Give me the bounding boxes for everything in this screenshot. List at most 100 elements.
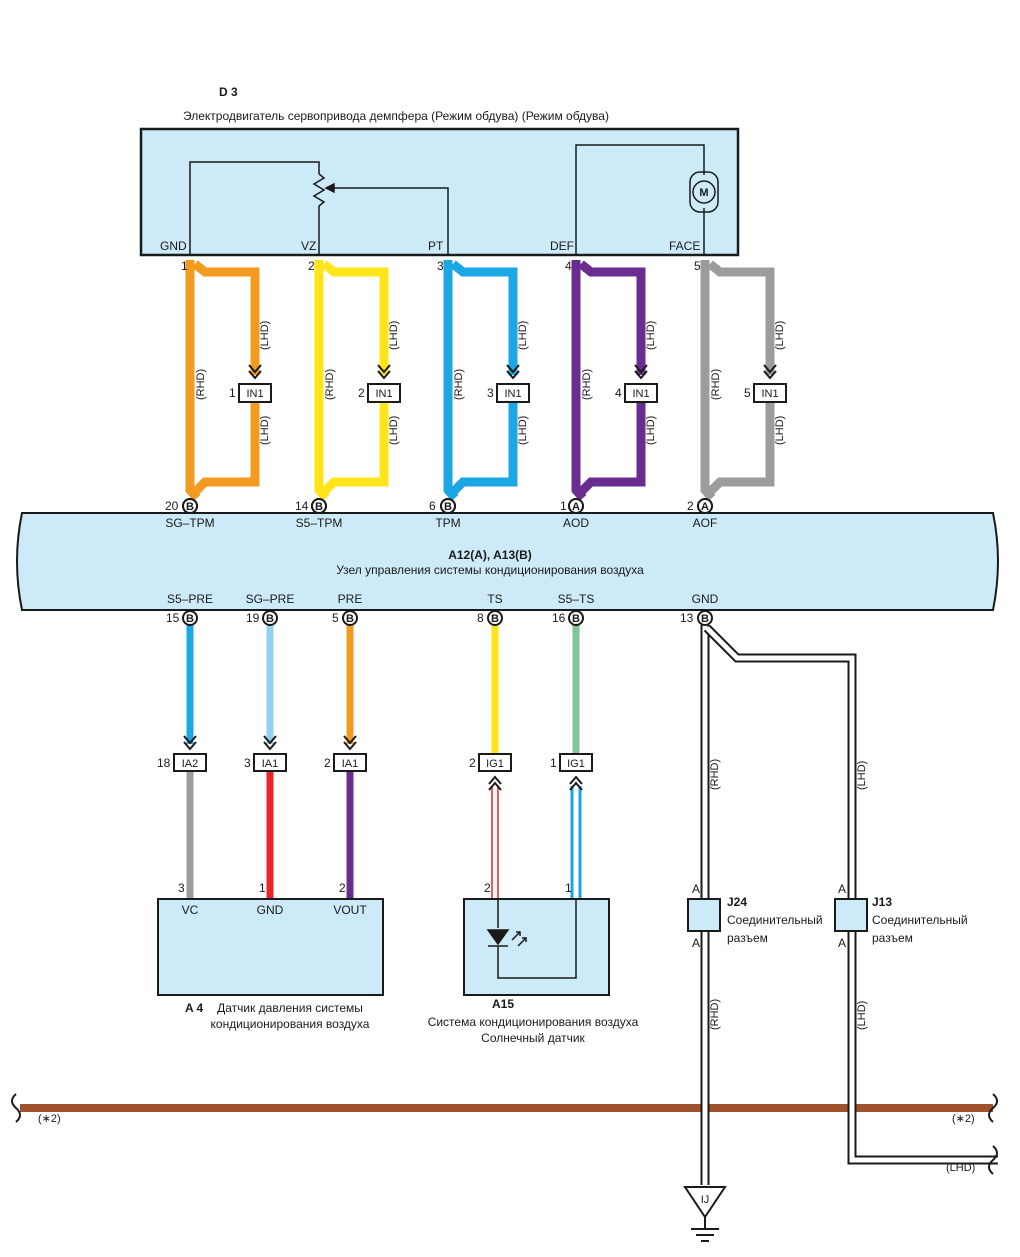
ecu-pin: 6 xyxy=(429,499,436,513)
ground-icon: IJ xyxy=(683,1186,727,1242)
ecu-conn-letter: B xyxy=(346,613,354,625)
a4-title-line1: Датчик давления системы xyxy=(217,1001,363,1015)
rhd-label: (RHD) xyxy=(581,369,593,400)
lhd-label-top: (LHD) xyxy=(774,321,786,350)
conn-pin: 1 xyxy=(229,386,236,400)
wire-orange-lhd-lower xyxy=(189,402,260,498)
lhd-label-bottom: (LHD) xyxy=(774,416,786,445)
wire-gray-lhd-lower xyxy=(704,402,775,498)
connector-ig1 xyxy=(559,753,593,772)
j24-junction: A A J24 Соединительный разъем (RHD) (RHD… xyxy=(687,759,823,1030)
connector-in1-5: IN1 xyxy=(753,364,787,403)
device-pin: 3 xyxy=(178,881,185,895)
connector-ia2 xyxy=(173,753,207,772)
lhd-label-top: (LHD) xyxy=(517,321,529,350)
a15-box xyxy=(463,898,610,996)
d3-terminal-gnd: GND xyxy=(160,239,187,253)
ecu-box xyxy=(16,512,999,611)
connector-in1-label: IN1 xyxy=(246,388,263,400)
ecu-terminal-s5-ts: S5–TS xyxy=(558,592,595,606)
ecu-pin: 2 xyxy=(687,499,694,513)
rhd-label: (RHD) xyxy=(324,369,336,400)
ecu-top-connector-letters: B B B A A xyxy=(186,501,709,513)
connector-ia1 xyxy=(333,753,367,772)
ecu-conn-letter: B xyxy=(186,613,194,625)
lower-link-sg-pre: IA1 3 19 1 xyxy=(244,611,287,900)
ecu-conn-letter: B xyxy=(186,501,194,513)
motor-icon: M xyxy=(689,171,719,213)
d3-internal-circuit xyxy=(189,144,705,255)
motor-label: M xyxy=(699,187,708,199)
ecu-pin: 13 xyxy=(680,611,694,625)
break-symbols xyxy=(11,1093,998,1175)
ref-right: (∗2) xyxy=(952,1113,975,1125)
lhd-footer-label: (LHD) xyxy=(946,1162,975,1174)
ecu-terminal-gnd: GND xyxy=(692,592,719,606)
connector-in1-3: IN1 xyxy=(496,364,530,403)
connector-in1-label: IN1 xyxy=(504,388,521,400)
conn-pin: 3 xyxy=(487,386,494,400)
ecu-pin: 20 xyxy=(165,499,179,513)
j24-pin-top: A xyxy=(692,882,700,896)
a4-terminal-gnd: GND xyxy=(257,903,284,917)
conn-pin: 2 xyxy=(469,756,476,770)
j24-line2: разъем xyxy=(727,931,768,945)
connector-in1-label: IN1 xyxy=(632,388,649,400)
ecu-conn-letter: A xyxy=(701,501,709,513)
connector-in1-1: IN1 xyxy=(238,364,272,403)
ecu-conn-letter: B xyxy=(491,613,499,625)
rhd-label: (RHD) xyxy=(710,369,722,400)
connector-in1-2: IN1 xyxy=(367,364,401,403)
ecu-terminal-name: S5–TPM xyxy=(296,516,343,530)
device-pin: 1 xyxy=(259,881,266,895)
lhd-label-bottom: (LHD) xyxy=(645,416,657,445)
j24-id: J24 xyxy=(727,895,747,909)
lhd-label-top: (LHD) xyxy=(388,321,400,350)
upper-link-3: 3 IN1 3 (RHD) (LHD) (LHD) B 6 TPM xyxy=(429,259,530,530)
ecu-top-connectors xyxy=(182,498,713,514)
ecu-pin: 8 xyxy=(477,611,484,625)
ecu-conn-letter: A xyxy=(572,501,580,513)
connector-ig1 xyxy=(478,753,512,772)
rhd-label: (RHD) xyxy=(709,759,721,790)
connector-label: IA1 xyxy=(342,758,359,770)
wire-yellow-lhd-lower xyxy=(318,402,389,498)
ecu-terminal-sg-pre: SG–PRE xyxy=(246,592,295,606)
ecu-title: Узел управления системы кондиционировани… xyxy=(336,563,644,577)
j13-id: J13 xyxy=(872,895,892,909)
wire-purple-lhd-lower xyxy=(575,402,646,498)
a4-title-line2: кондиционирования воздуха xyxy=(211,1017,370,1031)
ecu-pin: 19 xyxy=(246,611,260,625)
j24-line1: Соединительный xyxy=(727,913,823,927)
upper-link-5: 5 IN1 5 (RHD) (LHD) (LHD) A 2 AOF xyxy=(687,259,787,530)
lower-link-s5-ts: IG1 1 16 1 xyxy=(550,611,593,900)
connector-label: IG1 xyxy=(567,758,585,770)
d3-terminal-pt: PT xyxy=(428,239,444,253)
j13-line2: разъем xyxy=(872,931,913,945)
a4-id: A 4 xyxy=(185,1001,204,1015)
wire-gnd-lhd xyxy=(703,624,998,1165)
rhd-label: (RHD) xyxy=(709,999,721,1030)
a15-id: A15 xyxy=(492,997,514,1011)
d3-terminal-vz: VZ xyxy=(301,239,316,253)
conn-pin: 2 xyxy=(358,386,365,400)
j13-junction: A A J13 Соединительный разъем (LHD) (LHD… xyxy=(834,761,968,1030)
lower-link-ts: IG1 2 8 2 xyxy=(469,611,512,900)
conn-pin: 3 xyxy=(244,756,251,770)
lhd-label-bottom: (LHD) xyxy=(259,416,271,445)
connector-in1-label: IN1 xyxy=(761,388,778,400)
d3-pin-4: 4 xyxy=(565,259,572,273)
ecu-conn-letter: B xyxy=(266,613,274,625)
ecu-pin: 15 xyxy=(166,611,180,625)
lhd-label-top: (LHD) xyxy=(259,321,271,350)
wire-orange-lhd xyxy=(192,260,260,375)
connector-ia1 xyxy=(253,753,287,772)
d3-pin-5: 5 xyxy=(694,259,701,273)
upper-link-4: 4 IN1 4 (RHD) (LHD) (LHD) A 1 AOD xyxy=(560,259,658,530)
ecu-terminal-ts: TS xyxy=(487,592,502,606)
upper-link-1: 1 IN1 1 (RHD) (LHD) (LHD) B 20 SG–TPM xyxy=(165,259,272,530)
ref-left: (∗2) xyxy=(38,1113,61,1125)
rhd-label: (RHD) xyxy=(453,369,465,400)
connector-label: IA2 xyxy=(182,758,199,770)
connector-label: IG1 xyxy=(486,758,504,770)
